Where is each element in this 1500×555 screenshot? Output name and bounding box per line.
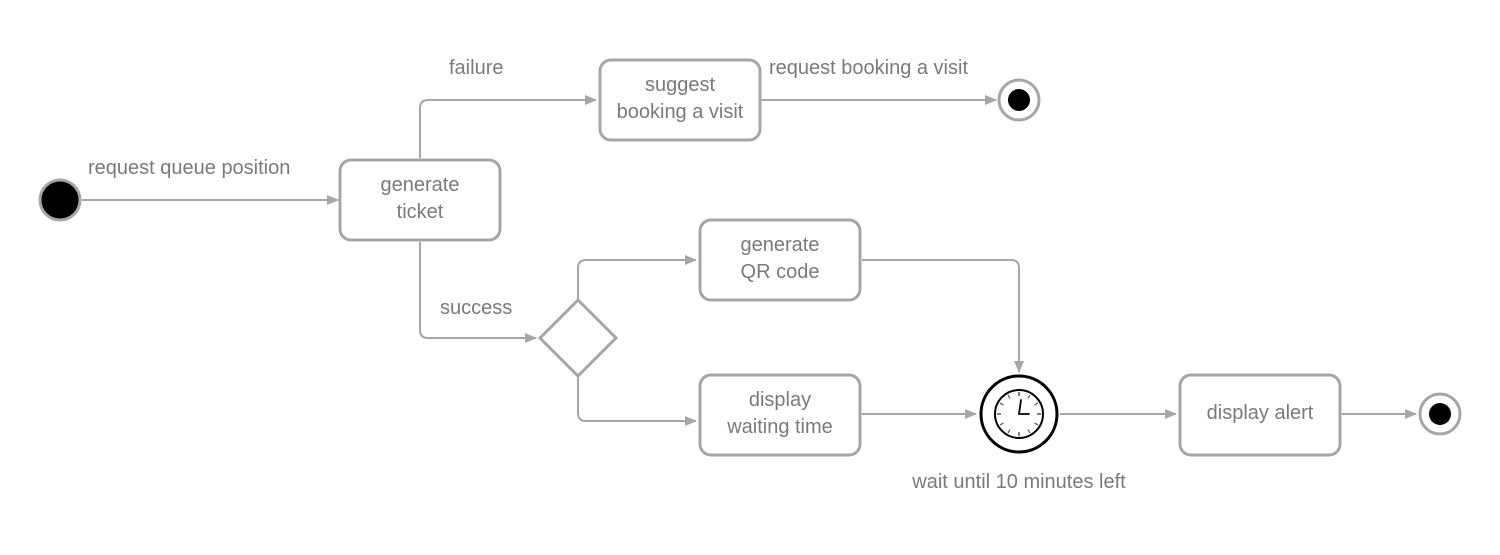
action-display-alert: display alert: [1178, 373, 1342, 457]
edge-qr-to-timer: [862, 259, 1024, 373]
generate-qr-line1: generate: [741, 234, 820, 256]
edge-label-success: success: [440, 297, 512, 319]
display-alert-label: display alert: [1207, 402, 1314, 424]
generate-ticket-line2: ticket: [397, 201, 444, 223]
edge-decision-to-qr: [577, 255, 697, 300]
timer-event-label: wait until 10 minutes left: [911, 471, 1126, 493]
edge-label-request-booking-visit: request booking a visit: [769, 57, 968, 79]
initial-node: [38, 178, 82, 222]
decision-node: [537, 297, 619, 379]
suggest-booking-line2: booking a visit: [617, 101, 744, 123]
edge-label-failure: failure: [449, 57, 503, 79]
clock-icon: [994, 389, 1044, 439]
final-node-top: [997, 78, 1041, 122]
action-generate-qr-code: generate QR code: [698, 218, 862, 302]
action-generate-ticket: generate ticket: [338, 158, 502, 242]
suggest-booking-line1: suggest: [645, 74, 715, 96]
edge-decision-to-waiting: [577, 376, 697, 426]
timer-event: [979, 374, 1059, 454]
action-suggest-booking: suggest booking a visit: [598, 58, 762, 142]
edge-ticket-to-suggest-booking: [419, 95, 597, 158]
generate-ticket-line1: generate: [381, 174, 460, 196]
final-node-bottom: [1418, 392, 1462, 436]
edge-ticket-to-decision: [419, 242, 537, 343]
generate-qr-line2: QR code: [741, 261, 820, 283]
edge-label-request-queue-position: request queue position: [88, 157, 290, 179]
action-display-waiting-time: display waiting time: [698, 373, 862, 457]
display-waiting-line1: display: [749, 389, 811, 411]
display-waiting-line2: waiting time: [726, 416, 833, 438]
